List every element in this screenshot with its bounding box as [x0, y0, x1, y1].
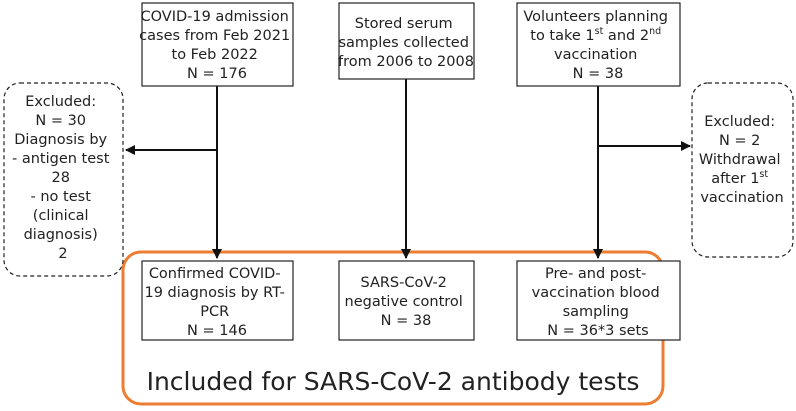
box-line-with-superscripts: to take 1st and 2nd [530, 26, 661, 44]
svg-text:Excluded: N = 30 D: Excluded: N = 30 Diagnosis by - antigen … [12, 94, 114, 262]
svg-text:Volunteers planning to t: Volunteers planning to take 1st and 2nd … [523, 9, 672, 82]
source-box-stored-serum: Stored serum samples collected from 2006… [338, 2, 475, 80]
box-line: vaccination [554, 47, 637, 63]
box-line: 2 [58, 246, 67, 262]
box-line: 19 diagnosis by RT- [145, 285, 285, 301]
box-line-with-superscript: after 1st [711, 169, 768, 187]
box-line: SARS-CoV-2 [360, 275, 446, 291]
box-line: sampling [563, 304, 629, 320]
box-line: Excluded: [704, 114, 775, 130]
box-line: N = 38 [573, 66, 624, 82]
box-line: Stored serum [355, 16, 453, 32]
box-line: diagnosis) [24, 227, 98, 243]
excluded-box-left: Excluded: N = 30 Diagnosis by - antigen … [3, 82, 124, 277]
outcome-box-negative-control: SARS-CoV-2 negative control N = 38 [338, 260, 475, 341]
box-line: to Feb 2022 [172, 47, 258, 63]
box-line: N = 36*3 sets [547, 323, 648, 339]
svg-text:Confirmed COVID- 19 diag: Confirmed COVID- 19 diagnosis by RT- PCR… [145, 266, 290, 339]
box-line: PCR [200, 304, 229, 320]
box-line: Confirmed COVID- [149, 266, 281, 282]
excluded-box-right: Excluded: N = 2 Withdrawal after 1st vac… [691, 82, 794, 258]
svg-text:SARS-CoV-2 negative cont: SARS-CoV-2 negative control N = 38 [345, 275, 468, 329]
box-line: N = 2 [719, 133, 760, 149]
text-part: to take 1 [530, 28, 594, 44]
text-part: and 2 [603, 28, 649, 44]
source-box-volunteers: Volunteers planning to take 1st and 2nd … [516, 2, 681, 87]
box-line: N = 38 [381, 313, 432, 329]
box-line: from 2006 to 2008 [338, 54, 474, 70]
box-line: Diagnosis by [14, 132, 107, 148]
box-line: (clinical [33, 208, 89, 224]
superscript: nd [649, 26, 661, 37]
box-line: Withdrawal [699, 152, 781, 168]
box-line: N = 176 [187, 66, 247, 82]
box-line: cases from Feb 2021 [139, 28, 290, 44]
svg-text:Excluded: N = 2 Wi: Excluded: N = 2 Withdrawal after 1st vac… [699, 114, 785, 206]
box-line: - no test [31, 189, 92, 205]
svg-text:Stored serum samples col: Stored serum samples collected from 2006… [338, 16, 474, 70]
superscript: st [759, 169, 768, 180]
box-line: Excluded: [25, 94, 96, 110]
text-part: after 1 [711, 171, 759, 187]
outcome-box-confirmed-covid: Confirmed COVID- 19 diagnosis by RT- PCR… [141, 260, 294, 341]
box-line: vaccination blood [532, 285, 660, 301]
svg-text:Pre- and post- vaccinati: Pre- and post- vaccination blood samplin… [532, 266, 665, 339]
outcome-box-vaccination-sampling: Pre- and post- vaccination blood samplin… [516, 260, 681, 341]
included-label: Included for SARS-CoV-2 antibody tests [147, 367, 640, 396]
box-line: Pre- and post- [545, 266, 646, 282]
source-box-covid-admissions: COVID-19 admission cases from Feb 2021 t… [139, 2, 295, 87]
box-line: vaccination [700, 190, 783, 206]
box-line: N = 146 [187, 323, 247, 339]
svg-text:COVID-19 admission cases: COVID-19 admission cases from Feb 2021 t… [139, 9, 295, 82]
box-line: COVID-19 admission [141, 9, 289, 25]
box-line: 28 [51, 170, 69, 186]
box-line: - antigen test [12, 151, 110, 167]
box-line: N = 30 [35, 113, 86, 129]
box-line: samples collected [338, 35, 469, 51]
box-line: negative control [345, 294, 463, 310]
superscript: st [595, 26, 604, 37]
box-line: Volunteers planning [523, 9, 668, 25]
